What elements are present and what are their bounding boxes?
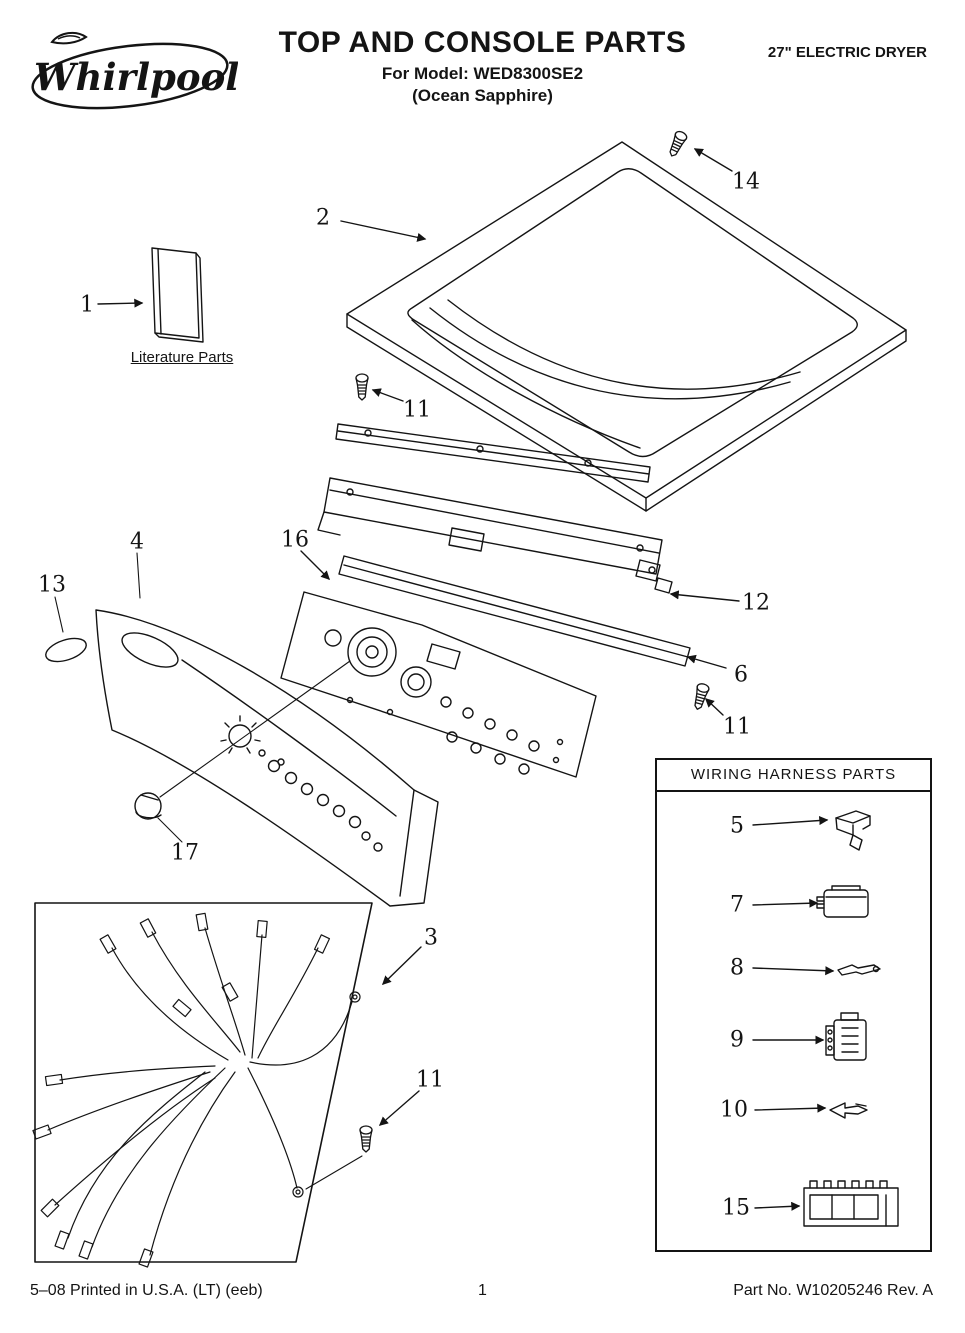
callout-15: 15 (722, 1195, 750, 1221)
callout-1: 1 (80, 292, 94, 318)
wiring-box-title: WIRING HARNESS PARTS (657, 760, 930, 792)
callout-7: 7 (730, 892, 744, 918)
callout-10: 10 (720, 1097, 748, 1123)
callout-16: 16 (281, 527, 309, 553)
wiring-harness-parts-box: WIRING HARNESS PARTS (655, 758, 932, 1252)
wiring-harness-drawing (32, 902, 373, 1268)
console-trim-drawing (338, 555, 691, 667)
console-panel-drawing (95, 609, 439, 907)
callout-9: 9 (730, 1027, 744, 1053)
page-title: TOP AND CONSOLE PARTS (278, 26, 687, 59)
top-panel-drawing (346, 141, 907, 512)
end-cap-drawing (45, 637, 87, 663)
connector-block-icon (816, 885, 869, 918)
screw-icon (690, 681, 711, 712)
screw-icon (665, 129, 689, 160)
literature-booklet-drawing (151, 247, 204, 343)
leader-lines (54, 552, 363, 1190)
whirlpool-logo: Whirlpool (31, 31, 238, 110)
callout-arrows (97, 148, 835, 1211)
model-line: For Model: WED8300SE2 (381, 64, 584, 83)
footer-page-number: 1 (478, 1282, 487, 1299)
crimp-terminal-icon (837, 964, 881, 976)
screw-icon (359, 1125, 373, 1153)
product-type: 27" ELECTRIC DRYER (767, 44, 927, 61)
callout-14: 14 (732, 169, 760, 195)
control-knob-drawing (134, 792, 162, 820)
console-board-drawing (280, 591, 597, 778)
top-hinge-strip-drawing (335, 423, 651, 483)
harness-connector-icon (803, 1180, 899, 1227)
callout-12: 12 (742, 590, 770, 616)
callout-3: 3 (424, 925, 438, 951)
footer-part-number: Part No. W10205246 Rev. A (733, 1282, 933, 1299)
callout-4: 4 (130, 529, 144, 555)
callout-2: 2 (316, 205, 330, 231)
callout-11c: 11 (416, 1067, 444, 1093)
rear-bracket-drawing (635, 559, 673, 594)
footer-print-info: 5–08 Printed in U.S.A. (LT) (eeb) (30, 1282, 263, 1299)
callout-6: 6 (734, 662, 748, 688)
console-bracket-drawing (317, 477, 663, 575)
finish-line: (Ocean Sapphire) (412, 86, 553, 105)
wire-clip-icon (835, 810, 871, 851)
brand-wordmark: Whirlpool (34, 55, 238, 99)
connector-plug-icon (825, 1012, 867, 1061)
literature-parts-label: Literature Parts (130, 349, 234, 366)
callout-11a: 11 (403, 397, 431, 423)
spade-terminal-icon (829, 1102, 868, 1119)
screw-icon (355, 373, 369, 401)
callout-8: 8 (730, 955, 744, 981)
callout-5: 5 (730, 813, 744, 839)
callout-17: 17 (171, 840, 199, 866)
callout-11b: 11 (723, 714, 751, 740)
callout-13: 13 (38, 572, 66, 598)
